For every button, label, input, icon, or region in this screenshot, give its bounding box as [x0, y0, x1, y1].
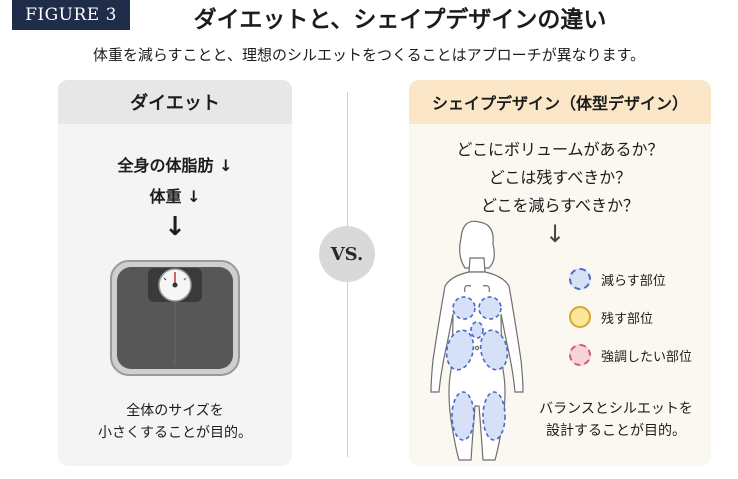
shape-goal-line2: 設計することが目的。	[546, 423, 686, 439]
diet-panel: ダイエット 全身の体脂肪 ↓ 体重 ↓ ↓ 全体のサイズを 小さくすることが目的…	[58, 80, 292, 466]
question-volume: どこにボリュームがあるか？	[456, 140, 664, 159]
down-arrow-icon: ↓	[164, 212, 186, 242]
keep-dot-icon	[569, 306, 591, 328]
page-subtitle: 体重を減らすことと、理想のシルエットをつくることはアプローチが異なります。	[92, 45, 646, 64]
down-arrow-icon: ↓	[545, 220, 566, 248]
emphasize-dot-icon	[569, 344, 591, 366]
question-reduce: どこを減らすべきか？	[480, 196, 640, 215]
diet-goal-line1: 全体のサイズを	[126, 403, 224, 419]
diet-panel-heading: ダイエット	[58, 80, 292, 124]
body-silhouette-icon	[430, 220, 524, 461]
vs-badge: VS.	[319, 226, 375, 282]
shape-goal-line1: バランスとシルエットを	[539, 401, 693, 417]
body-fat-line: 全身の体脂肪 ↓	[117, 156, 233, 175]
legend-emphasize-label: 強調したい部位	[601, 349, 693, 365]
shape-design-panel-heading: シェイプデザイン（体型デザイン）	[409, 80, 711, 124]
weight-line: 体重 ↓	[149, 187, 201, 206]
diet-goal-note: 全体のサイズを 小さくすることが目的。	[58, 400, 292, 444]
legend-reduce-label: 減らす部位	[601, 273, 666, 289]
shape-design-goal-note: バランスとシルエットを 設計することが目的。	[531, 398, 701, 442]
figure-badge: FIGURE 3	[12, 0, 130, 30]
bathroom-scale-icon	[110, 260, 240, 376]
legend-keep-label: 残す部位	[601, 311, 654, 327]
page-title: ダイエットと、シェイプデザインの違い	[193, 7, 607, 33]
legend-keep: 残す部位	[569, 306, 653, 328]
reduce-dot-icon	[569, 268, 591, 290]
legend-reduce: 減らす部位	[569, 268, 666, 290]
shape-design-panel: シェイプデザイン（体型デザイン） どこにボリュームがあるか？ どこは残すべきか？…	[409, 80, 711, 466]
diet-goal-line2: 小さくすることが目的。	[98, 425, 252, 441]
legend-emphasize: 強調したい部位	[569, 344, 692, 366]
question-keep: どこは残すべきか？	[488, 168, 632, 187]
